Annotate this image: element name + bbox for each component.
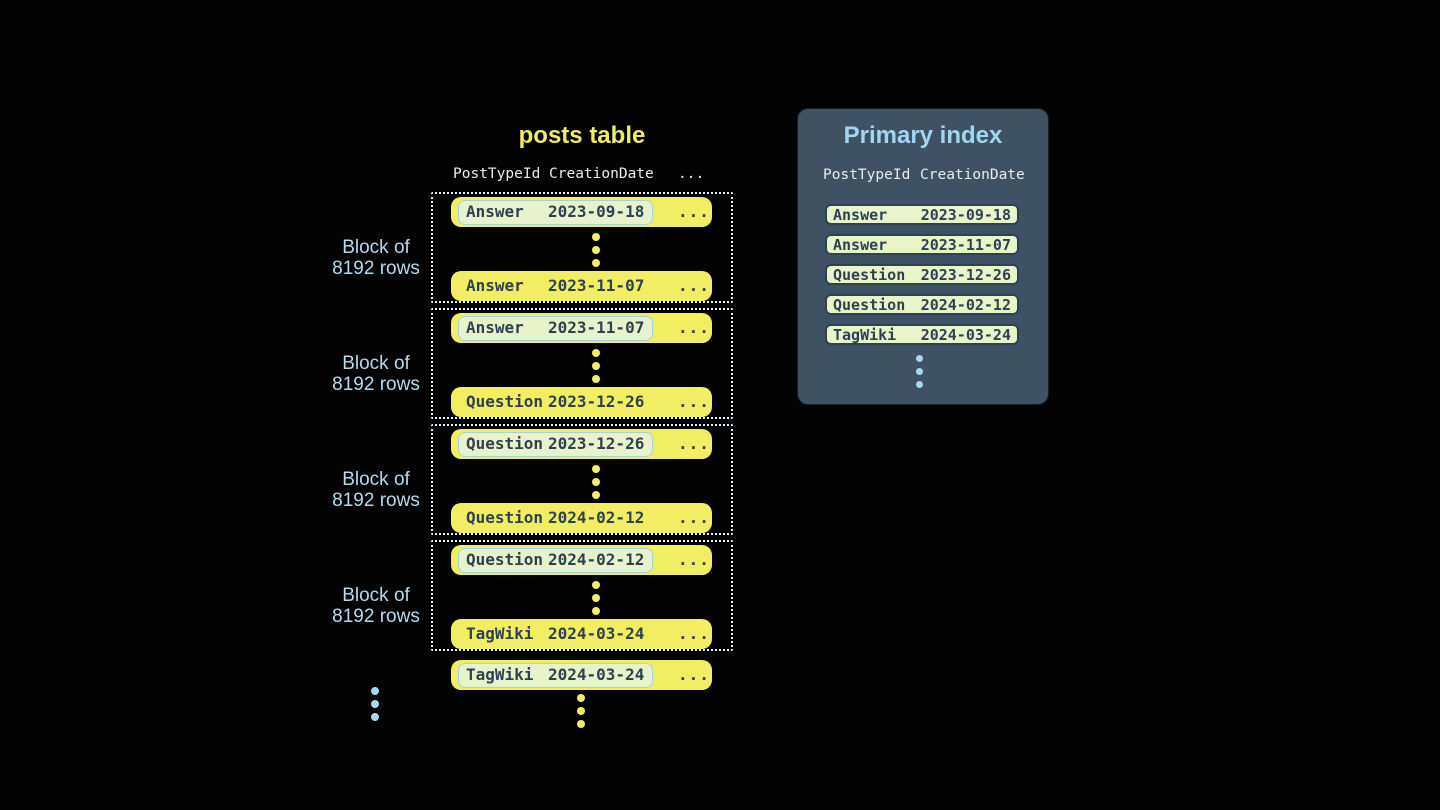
table-row-last: Answer 2023-11-07 ... <box>451 271 712 301</box>
row-ellipsis-dots <box>592 465 600 499</box>
index-entry-highlight <box>458 432 653 457</box>
cell-more-columns: ... <box>678 508 710 527</box>
cell-more-columns: ... <box>678 665 710 684</box>
index-entry-highlight <box>458 663 653 688</box>
index-entry: Answer 2023-11-07 <box>825 234 1019 255</box>
block-label-line1: Block of <box>342 353 410 374</box>
index-entry: Question 2024-02-12 <box>825 294 1019 315</box>
cell-post-type: TagWiki <box>833 325 897 344</box>
table-row-first: Question 2024-02-12 ... <box>451 545 712 575</box>
cell-creation-date: 2023-11-07 <box>920 235 1011 254</box>
cell-more-columns: ... <box>678 624 710 643</box>
block-label-1: Block of 8192 rows <box>300 237 452 279</box>
cell-post-type: TagWiki <box>466 624 534 643</box>
posts-block-4: Question 2024-02-12 ... TagWiki 2024-03-… <box>431 540 733 651</box>
table-row-first: Answer 2023-09-18 ... <box>451 197 712 227</box>
row-ellipsis-dots <box>592 233 600 267</box>
cell-more-columns: ... <box>678 392 710 411</box>
index-entry: Question 2023-12-26 <box>825 264 1019 285</box>
posts-block-1: Answer 2023-09-18 ... Answer 2023-11-07 … <box>431 192 733 303</box>
cell-post-type: Question <box>833 295 906 314</box>
index-entry: TagWiki 2024-03-24 <box>825 324 1019 345</box>
posts-table-title: posts table <box>518 122 646 149</box>
posts-table-header-row: PostTypeId CreationDate ... <box>431 166 733 184</box>
cell-post-type: Question <box>466 392 544 411</box>
table-continues-ellipsis <box>577 694 585 728</box>
cell-post-type: Question <box>466 508 544 527</box>
index-entry: Answer 2023-09-18 <box>825 204 1019 225</box>
block-label-line1: Block of <box>342 585 410 606</box>
column-header-creationdate: CreationDate <box>920 167 1025 183</box>
block-label-4: Block of 8192 rows <box>300 585 452 627</box>
cell-creation-date: 2023-09-18 <box>920 205 1011 224</box>
column-header-posttypeid: PostTypeId <box>453 166 541 182</box>
index-entry-highlight <box>458 316 653 341</box>
primary-index-panel: Primary index PostTypeId CreationDate An… <box>798 109 1048 404</box>
cell-creation-date: 2023-11-07 <box>548 276 645 295</box>
cell-post-type: TagWiki <box>466 665 534 684</box>
column-header-creationdate: CreationDate <box>549 166 654 182</box>
table-row-last: TagWiki 2024-03-24 ... <box>451 619 712 649</box>
blocks-continue-ellipsis <box>371 687 379 721</box>
cell-creation-date: 2024-02-12 <box>548 550 645 569</box>
cell-more-columns: ... <box>678 276 710 295</box>
block-label-line1: Block of <box>342 469 410 490</box>
column-header-posttypeid: PostTypeId <box>823 167 911 183</box>
cell-creation-date: 2024-03-24 <box>548 624 645 643</box>
block-label-line2: 8192 rows <box>332 606 420 627</box>
cell-post-type: Question <box>466 550 544 569</box>
table-row-next-block: TagWiki 2024-03-24 ... <box>451 660 712 690</box>
index-entry-highlight <box>458 548 653 573</box>
cell-creation-date: 2023-11-07 <box>548 318 645 337</box>
cell-post-type: Answer <box>833 235 888 254</box>
cell-more-columns: ... <box>678 318 710 337</box>
cell-post-type: Answer <box>466 276 524 295</box>
index-continues-ellipsis <box>916 355 923 388</box>
block-label-line2: 8192 rows <box>332 374 420 395</box>
table-row-last: Question 2023-12-26 ... <box>451 387 712 417</box>
cell-creation-date: 2023-09-18 <box>548 202 645 221</box>
cell-creation-date: 2024-02-12 <box>548 508 645 527</box>
cell-post-type: Question <box>466 434 544 453</box>
posts-block-2: Answer 2023-11-07 ... Question 2023-12-2… <box>431 308 733 419</box>
row-ellipsis-dots <box>592 581 600 615</box>
cell-more-columns: ... <box>678 202 710 221</box>
column-header-more: ... <box>678 166 705 182</box>
cell-post-type: Answer <box>833 205 888 224</box>
index-entry-highlight <box>458 200 653 225</box>
cell-more-columns: ... <box>678 434 710 453</box>
block-label-2: Block of 8192 rows <box>300 353 452 395</box>
row-ellipsis-dots <box>592 349 600 383</box>
cell-post-type: Question <box>833 265 906 284</box>
block-label-line2: 8192 rows <box>332 258 420 279</box>
table-row-first: Answer 2023-11-07 ... <box>451 313 712 343</box>
cell-creation-date: 2023-12-26 <box>920 265 1011 284</box>
posts-block-3: Question 2023-12-26 ... Question 2024-02… <box>431 424 733 535</box>
primary-index-title: Primary index <box>843 122 1003 149</box>
block-label-line1: Block of <box>342 237 410 258</box>
cell-creation-date: 2023-12-26 <box>548 434 645 453</box>
cell-post-type: Answer <box>466 318 524 337</box>
primary-index-header-row: PostTypeId CreationDate <box>798 167 1048 185</box>
cell-more-columns: ... <box>678 550 710 569</box>
table-row-last: Question 2024-02-12 ... <box>451 503 712 533</box>
cell-creation-date: 2024-02-12 <box>920 295 1011 314</box>
cell-creation-date: 2023-12-26 <box>548 392 645 411</box>
block-label-3: Block of 8192 rows <box>300 469 452 511</box>
table-row-first: Question 2023-12-26 ... <box>451 429 712 459</box>
cell-post-type: Answer <box>466 202 524 221</box>
cell-creation-date: 2024-03-24 <box>920 325 1011 344</box>
block-label-line2: 8192 rows <box>332 490 420 511</box>
cell-creation-date: 2024-03-24 <box>548 665 645 684</box>
